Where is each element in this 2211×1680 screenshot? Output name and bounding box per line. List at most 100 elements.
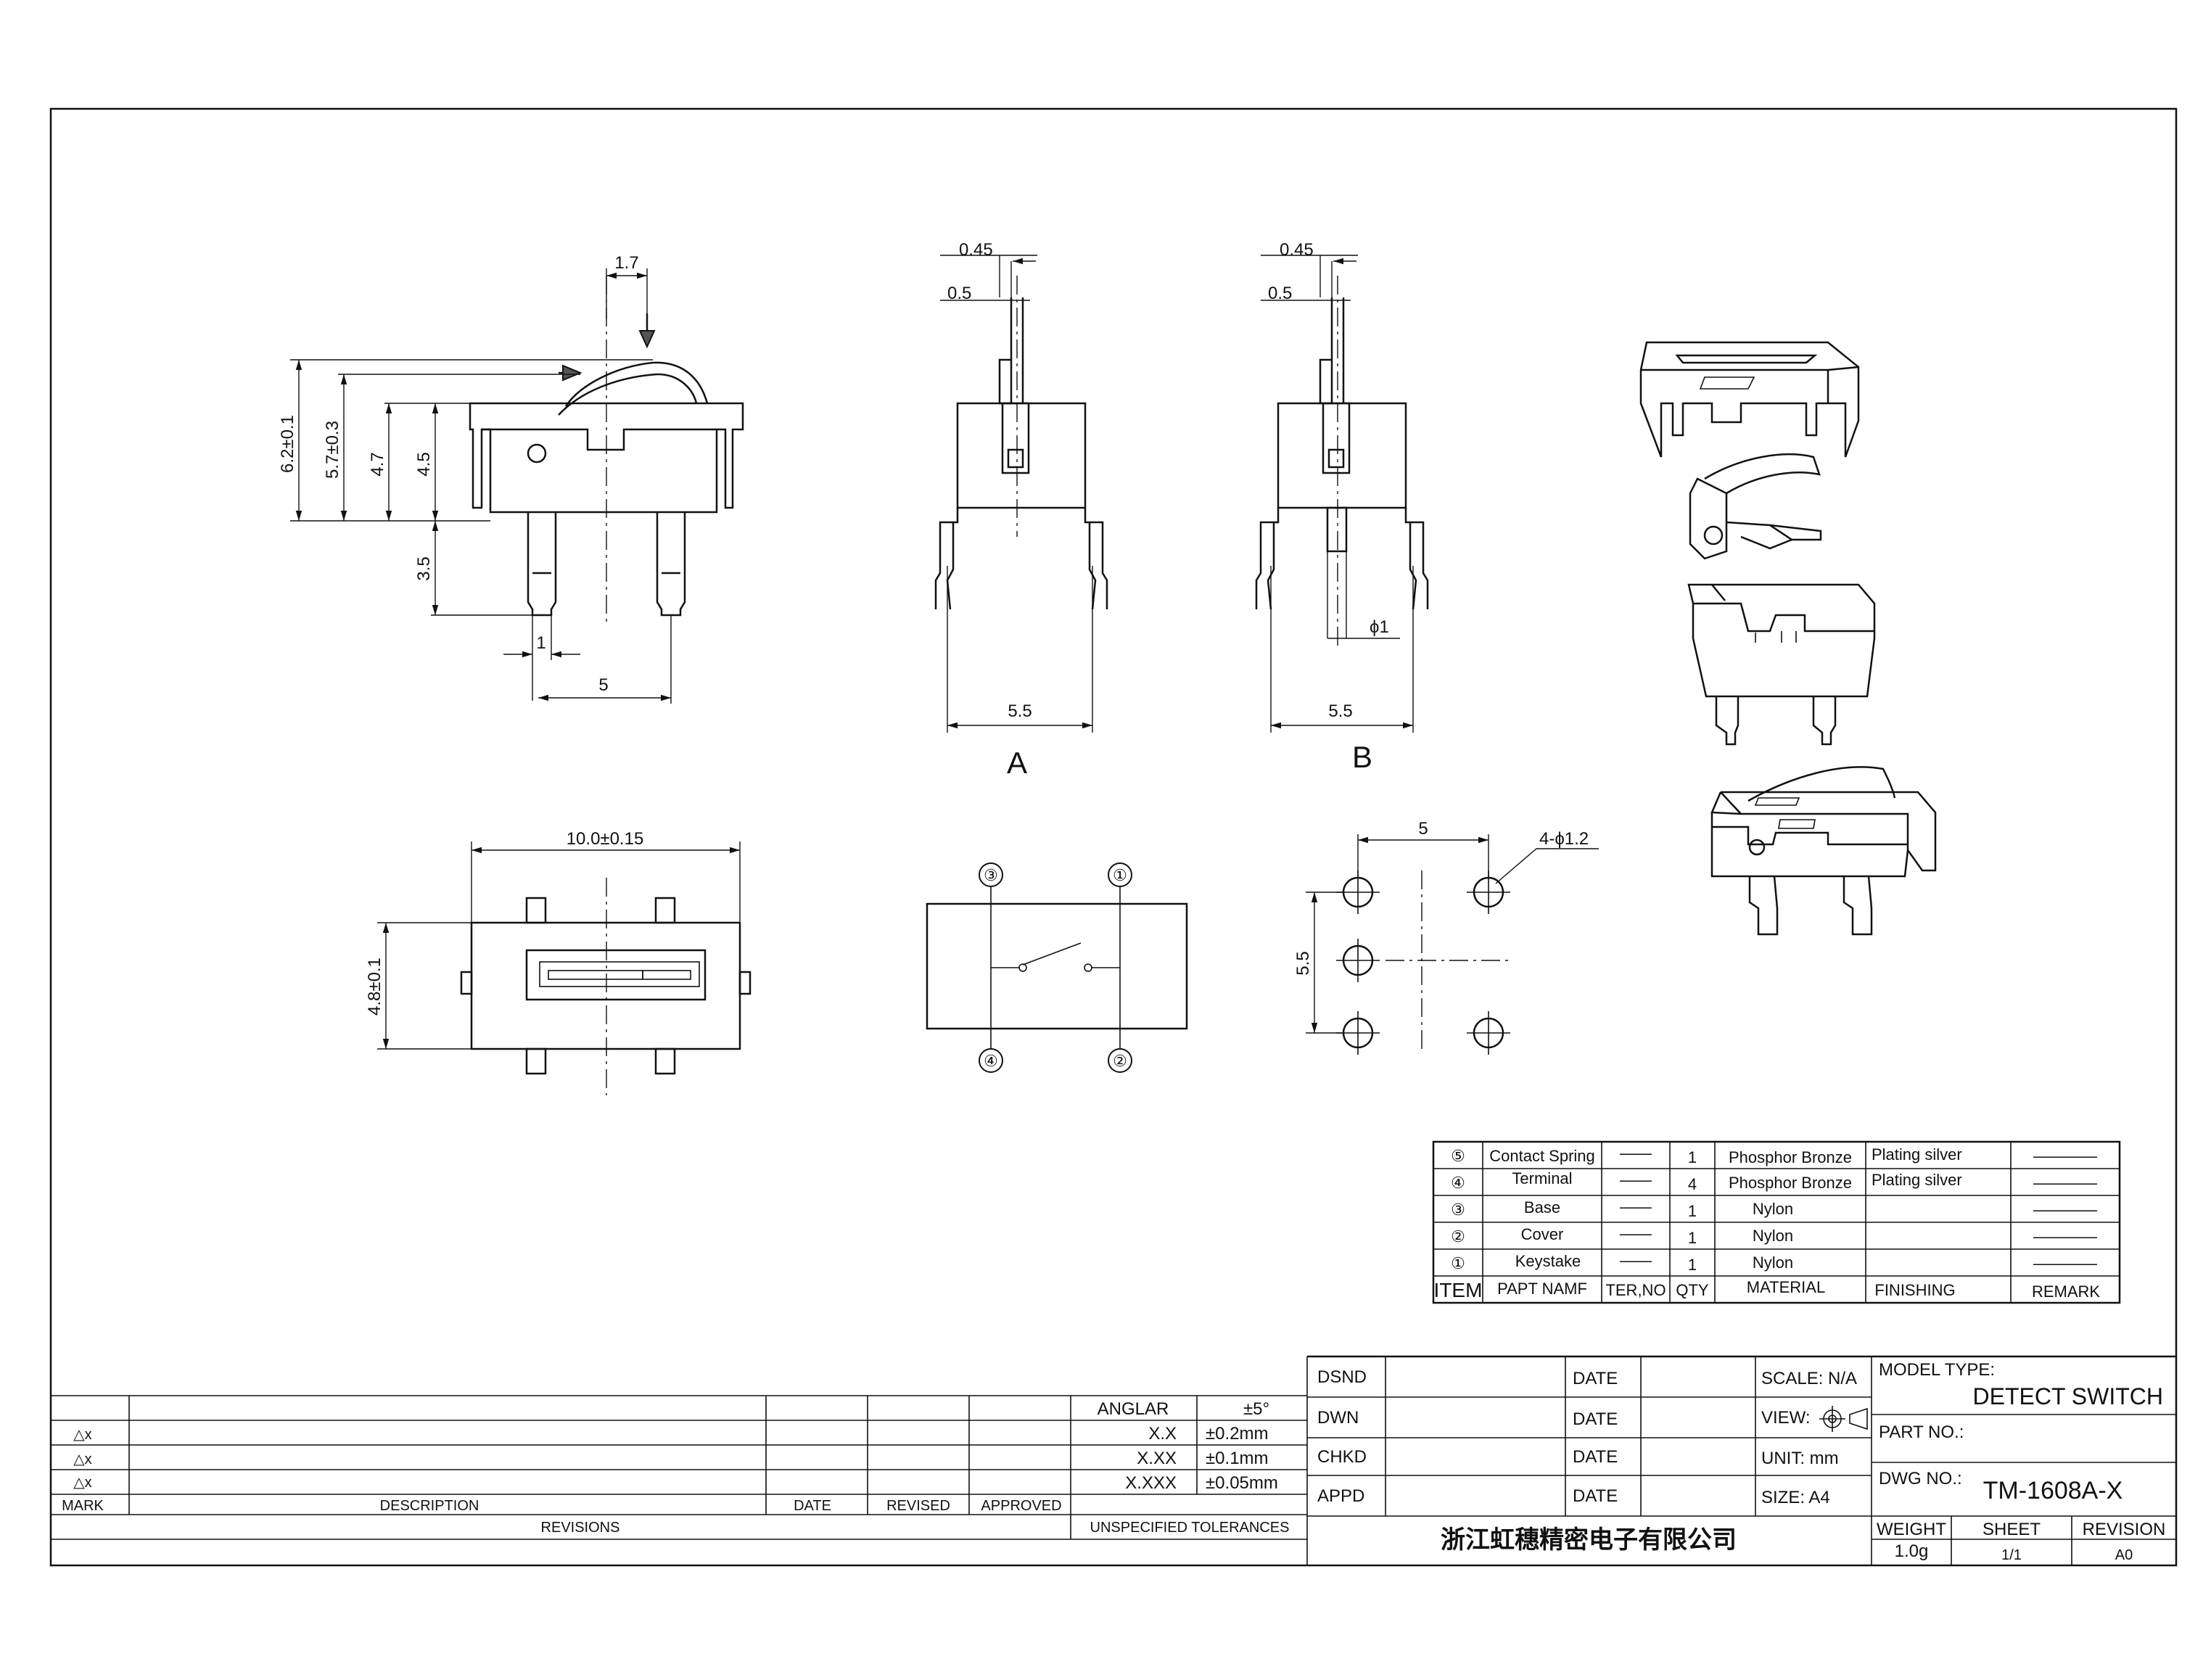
bom-item: ③ (1451, 1201, 1465, 1219)
tol-value: ±5° (1243, 1399, 1269, 1419)
bom-remark: ———— (2033, 1254, 2097, 1272)
bom-item: ⑤ (1451, 1147, 1465, 1165)
pcb-layout: 5 5.5 4-ϕ1.2 (1293, 819, 1599, 1055)
dim-4.5: 4.5 (414, 452, 434, 476)
bom-remark: ———— (2033, 1147, 2097, 1165)
bom-ter: —— (1620, 1171, 1652, 1189)
tol-value: ±0.2mm (1206, 1424, 1269, 1444)
bom-name: Cover (1521, 1225, 1564, 1243)
dim-1.7: 1.7 (614, 253, 638, 273)
tol-label: ANGLAR (1098, 1399, 1169, 1419)
bom-remark: ———— (2033, 1174, 2097, 1192)
tol-value: ±0.05mm (1206, 1473, 1278, 1493)
dim-pcb-holes: 4-ϕ1.2 (1539, 829, 1589, 849)
bom-name: Base (1524, 1198, 1560, 1216)
bom-row: ⑤ Contact Spring —— 1 Phosphor Bronze Pl… (1451, 1144, 2097, 1166)
date-label: DATE (1573, 1369, 1618, 1388)
view-a: 0.45 0.5 5.5 A (934, 240, 1108, 780)
bom-ter: —— (1620, 1251, 1652, 1269)
role-chkd: CHKD (1317, 1447, 1367, 1467)
sheet-border (49, 107, 2178, 1567)
bom-ter: —— (1620, 1224, 1652, 1243)
dim-0.5-a: 0.5 (947, 284, 971, 303)
weight-value: 1.0g (1895, 1541, 1929, 1561)
role-appd: APPD (1317, 1486, 1364, 1506)
dim-0.5-b: 0.5 (1268, 284, 1292, 303)
view-label: VIEW: (1761, 1408, 1811, 1428)
bom-remark: ———— (2033, 1201, 2097, 1219)
bom-header-remark: REMARK (2032, 1282, 2100, 1301)
bom-item: ② (1451, 1227, 1465, 1245)
bom-name: Terminal (1512, 1169, 1572, 1187)
bom-material: Nylon (1753, 1200, 1793, 1218)
dim-0.45-b: 0.45 (1280, 240, 1314, 260)
bom-header-material: MATERIAL (1747, 1278, 1825, 1296)
model-type: DETECT SWITCH (1972, 1383, 2163, 1409)
rev-header-approved: APPROVED (981, 1498, 1061, 1514)
rev-header-mark: MARK (62, 1498, 104, 1514)
bom-qty: 4 (1688, 1175, 1697, 1193)
dim-5.5-b: 5.5 (1328, 701, 1352, 721)
dim-3.5: 3.5 (414, 556, 434, 580)
bom-remark: ———— (2033, 1227, 2097, 1245)
bom-name: Contact Spring (1489, 1147, 1595, 1165)
top-view: 10.0±0.15 4.8±0.1 (365, 829, 752, 1095)
bom-material: Phosphor Bronze (1729, 1148, 1852, 1166)
dwg-no-label: DWG NO.: (1879, 1469, 1962, 1488)
bom-qty: 1 (1688, 1256, 1697, 1274)
bom-ter: —— (1620, 1144, 1652, 1162)
bom-header-ter: TER,NO (1605, 1281, 1666, 1299)
pin-4: ④ (984, 1052, 998, 1070)
projection-symbol-icon (1819, 1406, 1868, 1432)
bom-row: ④ Terminal —— 4 Phosphor Bronze Plating … (1451, 1169, 2097, 1193)
title-block: DSND DWN CHKD APPD DATE DATE DATE DATE S… (1306, 1355, 2176, 1565)
rev-header-date: DATE (794, 1498, 831, 1514)
bom-material: Phosphor Bronze (1729, 1174, 1852, 1192)
date-label: DATE (1573, 1409, 1618, 1429)
unit-label: UNIT: mm (1761, 1449, 1839, 1468)
tol-label: X.XX (1137, 1449, 1177, 1468)
company-name: 浙江虹穗精密电子有限公司 (1441, 1525, 1737, 1554)
bom-material: Nylon (1753, 1253, 1793, 1272)
revision-block: △x △x △x MARK DESCRIPTION DATE REVISED A… (51, 1395, 1307, 1540)
pin-2: ② (1113, 1052, 1127, 1070)
scale-label: SCALE: N/A (1761, 1369, 1857, 1388)
dim-4.8: 4.8±0.1 (365, 958, 384, 1016)
dim-5: 5 (598, 675, 608, 695)
sheet-label: SHEET (1983, 1520, 2041, 1539)
weight-label: WEIGHT (1877, 1520, 1946, 1539)
dim-pcb-5: 5 (1418, 819, 1428, 839)
model-type-label: MODEL TYPE: (1879, 1360, 1995, 1380)
bom-header-name: PAPT NAMF (1497, 1280, 1587, 1298)
bom-header: ITEM PAPT NAMF TER,NO QTY MATERIAL FINIS… (1434, 1278, 2101, 1301)
dim-4.7: 4.7 (368, 452, 387, 476)
bom-header-qty: QTY (1676, 1281, 1709, 1299)
exploded-view (1639, 341, 1937, 936)
dwg-no: TM-1608A-X (1983, 1477, 2123, 1504)
pin-3: ③ (984, 866, 998, 884)
bom-row: ③ Base —— 1 Nylon ———— (1451, 1198, 2097, 1220)
date-label: DATE (1573, 1447, 1618, 1467)
rev-mark: △x (73, 1475, 91, 1491)
bom-qty: 1 (1688, 1229, 1697, 1247)
dim-5.7: 5.7±0.3 (323, 421, 342, 479)
revisions-footer: REVISIONS (541, 1520, 620, 1536)
bom-table: ⑤ Contact Spring —— 1 Phosphor Bronze Pl… (1432, 1140, 2121, 1304)
bom-qty: 1 (1688, 1202, 1697, 1220)
date-label: DATE (1573, 1486, 1618, 1506)
size-label: SIZE: A4 (1761, 1488, 1830, 1507)
dim-phi1: ϕ1 (1370, 617, 1389, 637)
rev-header-revised: REVISED (886, 1498, 950, 1514)
bom-material: Nylon (1753, 1227, 1793, 1245)
view-b-label: B (1352, 740, 1372, 774)
role-dsnd: DSND (1317, 1367, 1367, 1387)
bom-qty: 1 (1688, 1148, 1697, 1166)
tol-value: ±0.1mm (1206, 1449, 1269, 1468)
side-view: 6.2±0.1 5.7±0.3 4.7 4.5 3.5 1.7 1 5 (278, 253, 744, 704)
dim-10.0: 10.0±0.15 (567, 829, 644, 849)
bom-row: ② Cover —— 1 Nylon ———— (1451, 1224, 2097, 1247)
part-no-label: PART NO.: (1879, 1422, 1964, 1442)
switch-schematic: ③ ① ④ ② (926, 862, 1188, 1073)
bom-ter: —— (1620, 1198, 1652, 1216)
